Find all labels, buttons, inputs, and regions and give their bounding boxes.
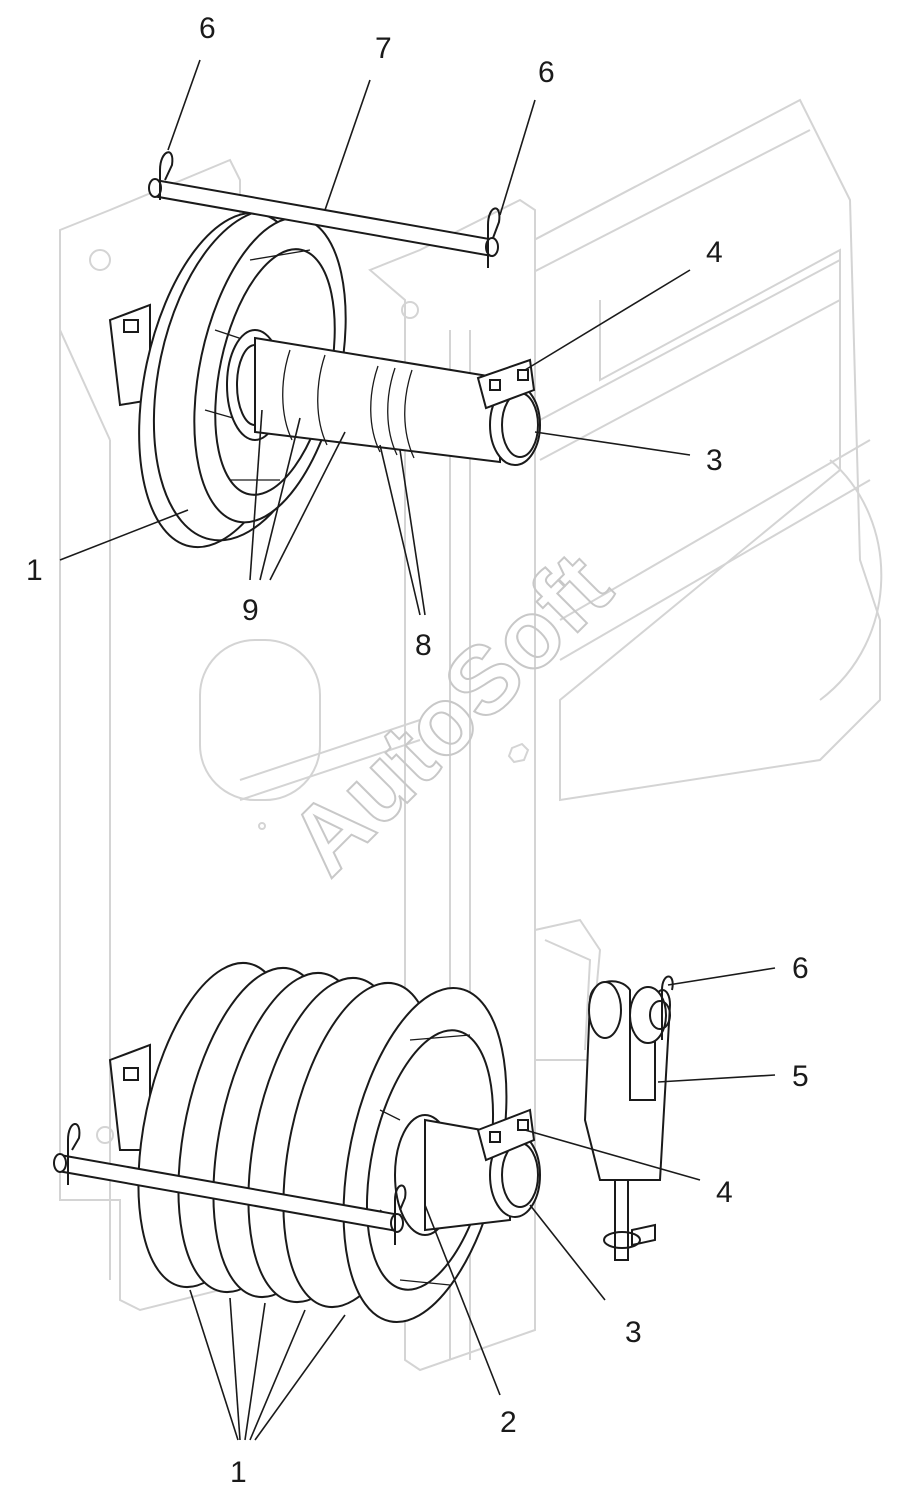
upper-retainer-bolt-1	[489, 379, 501, 391]
shackle-assembly	[583, 975, 674, 1261]
callout-3-lower: 3	[625, 1316, 642, 1349]
leader-3a	[534, 431, 691, 456]
plate-dot	[258, 822, 266, 830]
upper-ring-3	[404, 369, 415, 459]
leader-6c	[667, 967, 776, 986]
lower-spoke-4	[399, 1279, 451, 1286]
callout-5: 5	[792, 1060, 809, 1093]
boom-stripe-3	[559, 439, 871, 621]
lower-bracket-bolt	[123, 1067, 139, 1081]
shackle-rod-pin	[631, 1223, 656, 1247]
leader-8-1	[379, 444, 421, 616]
lower-clip-left	[67, 1123, 81, 1185]
leader-1b-1	[189, 1289, 239, 1441]
left-plate-edge	[59, 230, 111, 441]
lower-retainer-bolt-2	[517, 1119, 529, 1131]
upper-retainer-bolt-2	[517, 369, 529, 381]
boom-lower-curve	[819, 459, 883, 701]
callout-3-upper: 3	[706, 444, 723, 477]
leader-6a	[167, 59, 201, 151]
shackle-rod-cotter	[603, 1231, 641, 1249]
callout-6-top-left: 6	[199, 12, 216, 45]
callout-labels: 6 7 6 4 3 1 9 8 6 5 4 3 2 1	[26, 12, 809, 1489]
upper-spoke-1	[249, 249, 311, 261]
lower-pin-head	[53, 1153, 67, 1173]
callout-8: 8	[415, 629, 432, 662]
leader-5	[657, 1074, 776, 1083]
lower-bracket	[534, 918, 602, 1061]
leader-8-2	[399, 449, 426, 616]
shackle-eye-left	[588, 981, 622, 1039]
lower-clip-right	[394, 1184, 407, 1245]
lower-retainer-bolt-1	[489, 1131, 501, 1143]
boom-outline	[419, 98, 881, 802]
upper-pulley-assembly	[108, 151, 541, 549]
leader-4b	[524, 1129, 701, 1181]
leader-4a	[524, 269, 691, 371]
boom-stripe-1	[539, 259, 841, 421]
leader-9-2	[259, 417, 301, 581]
callout-9: 9	[242, 594, 259, 627]
leader-6b	[499, 99, 536, 216]
callout-7: 7	[375, 32, 392, 65]
callout-1-lower: 1	[230, 1456, 247, 1489]
upper-spacer-2	[317, 354, 328, 446]
plate-hole-top	[89, 249, 111, 271]
lower-pin-end	[390, 1213, 404, 1233]
shackle-bolt	[649, 1000, 671, 1030]
cross-bar-2	[239, 739, 421, 801]
upper-ring-2	[387, 367, 398, 456]
leader-9-3	[269, 431, 346, 581]
leader-3b	[529, 1204, 606, 1301]
plate-hole-lower	[96, 1126, 114, 1144]
upper-clip-left	[159, 151, 174, 200]
boom-stripe-4	[559, 479, 871, 661]
lower-spoke-2	[379, 1109, 401, 1121]
upper-bracket-bolt	[123, 319, 139, 333]
leader-1b-4	[249, 1309, 306, 1441]
bolt-mid	[507, 742, 530, 764]
leader-9-1	[249, 409, 263, 581]
cross-bar-1	[239, 719, 421, 781]
leader-lines	[59, 59, 776, 1441]
lower-pulley-assembly	[53, 961, 541, 1324]
callout-6-shackle: 6	[792, 952, 809, 985]
upper-spacer-1	[282, 349, 293, 441]
lower-spoke-1	[409, 1034, 471, 1041]
callout-1-upper: 1	[26, 554, 43, 587]
right-plate-hole	[401, 301, 419, 319]
callout-4-lower: 4	[716, 1176, 733, 1209]
leader-2	[424, 1204, 501, 1396]
leader-7	[324, 79, 371, 211]
upper-shaft	[254, 336, 501, 464]
leader-1b-3	[244, 1302, 266, 1441]
plate-window	[199, 639, 321, 801]
callout-6-top-right: 6	[538, 56, 555, 89]
shackle-eye-right	[629, 986, 667, 1044]
upper-clip-right	[487, 207, 501, 268]
callout-2: 2	[500, 1406, 517, 1439]
callout-4-upper: 4	[706, 236, 723, 269]
lower-bracket-2	[544, 939, 592, 1051]
leader-1b-2	[229, 1297, 241, 1441]
boom-stripe-2	[539, 299, 841, 461]
upper-ring-1	[370, 365, 381, 453]
leader-1a	[59, 509, 189, 561]
leader-1b-5	[254, 1314, 346, 1441]
